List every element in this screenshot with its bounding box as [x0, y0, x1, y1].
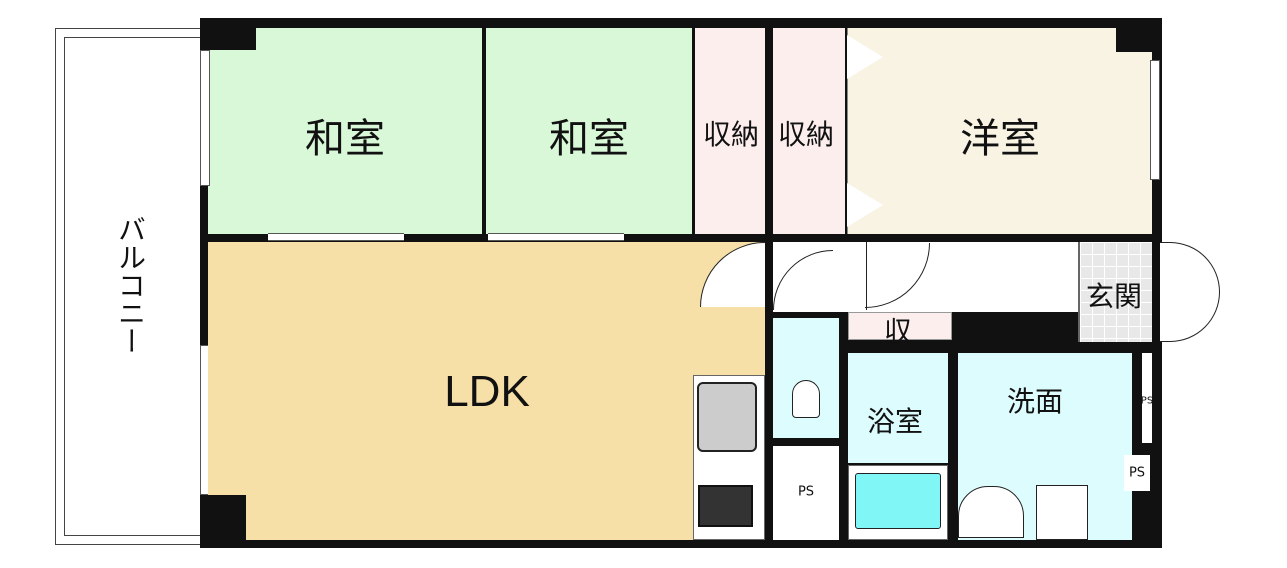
room-storage-2 [773, 28, 845, 234]
ps-label: PS [797, 484, 815, 500]
closet-door [847, 35, 883, 79]
label-shu: 収 [883, 315, 913, 348]
entrance-door [1160, 242, 1220, 342]
bathtub-icon [855, 473, 941, 529]
room-shu [848, 312, 952, 340]
sliding-door [488, 233, 624, 241]
room-washitsu-1 [208, 28, 482, 234]
stove-icon [698, 485, 753, 527]
label-storage-1: 収納 [702, 118, 760, 151]
washer-icon [1036, 485, 1088, 540]
balcony-label: バルコニー [114, 215, 147, 355]
label-washitsu-2: 和室 [549, 116, 629, 162]
window [1150, 60, 1160, 180]
label-storage-2: 収納 [777, 118, 835, 151]
room-ps-2 [1142, 353, 1152, 443]
label-genkan: 玄関 [1085, 280, 1143, 313]
label-bath: 浴室 [866, 405, 924, 438]
room-ldk [208, 242, 765, 540]
window [200, 50, 210, 186]
ps-label: PS [1140, 395, 1154, 407]
sliding-door [268, 233, 404, 241]
washbasin-icon [958, 486, 1024, 538]
room-washitsu-2 [486, 28, 692, 234]
toilet-icon [792, 380, 820, 418]
room-ps-1 [773, 446, 839, 540]
label-yoshitsu: 洋室 [960, 116, 1040, 162]
room-yoshitsu [847, 28, 1152, 234]
sink-icon [697, 382, 757, 452]
label-ldk: LDK [444, 367, 530, 416]
ps-label: PS [1128, 465, 1146, 481]
label-washitsu-1: 和室 [305, 116, 385, 162]
room-storage-1 [695, 28, 765, 234]
room-bath [848, 353, 948, 463]
room-ps-3 [1124, 455, 1150, 491]
label-senmen: 洗面 [1006, 385, 1064, 418]
room-genkan [1078, 242, 1152, 342]
room-toilet [773, 318, 839, 438]
closet-door [847, 183, 883, 227]
